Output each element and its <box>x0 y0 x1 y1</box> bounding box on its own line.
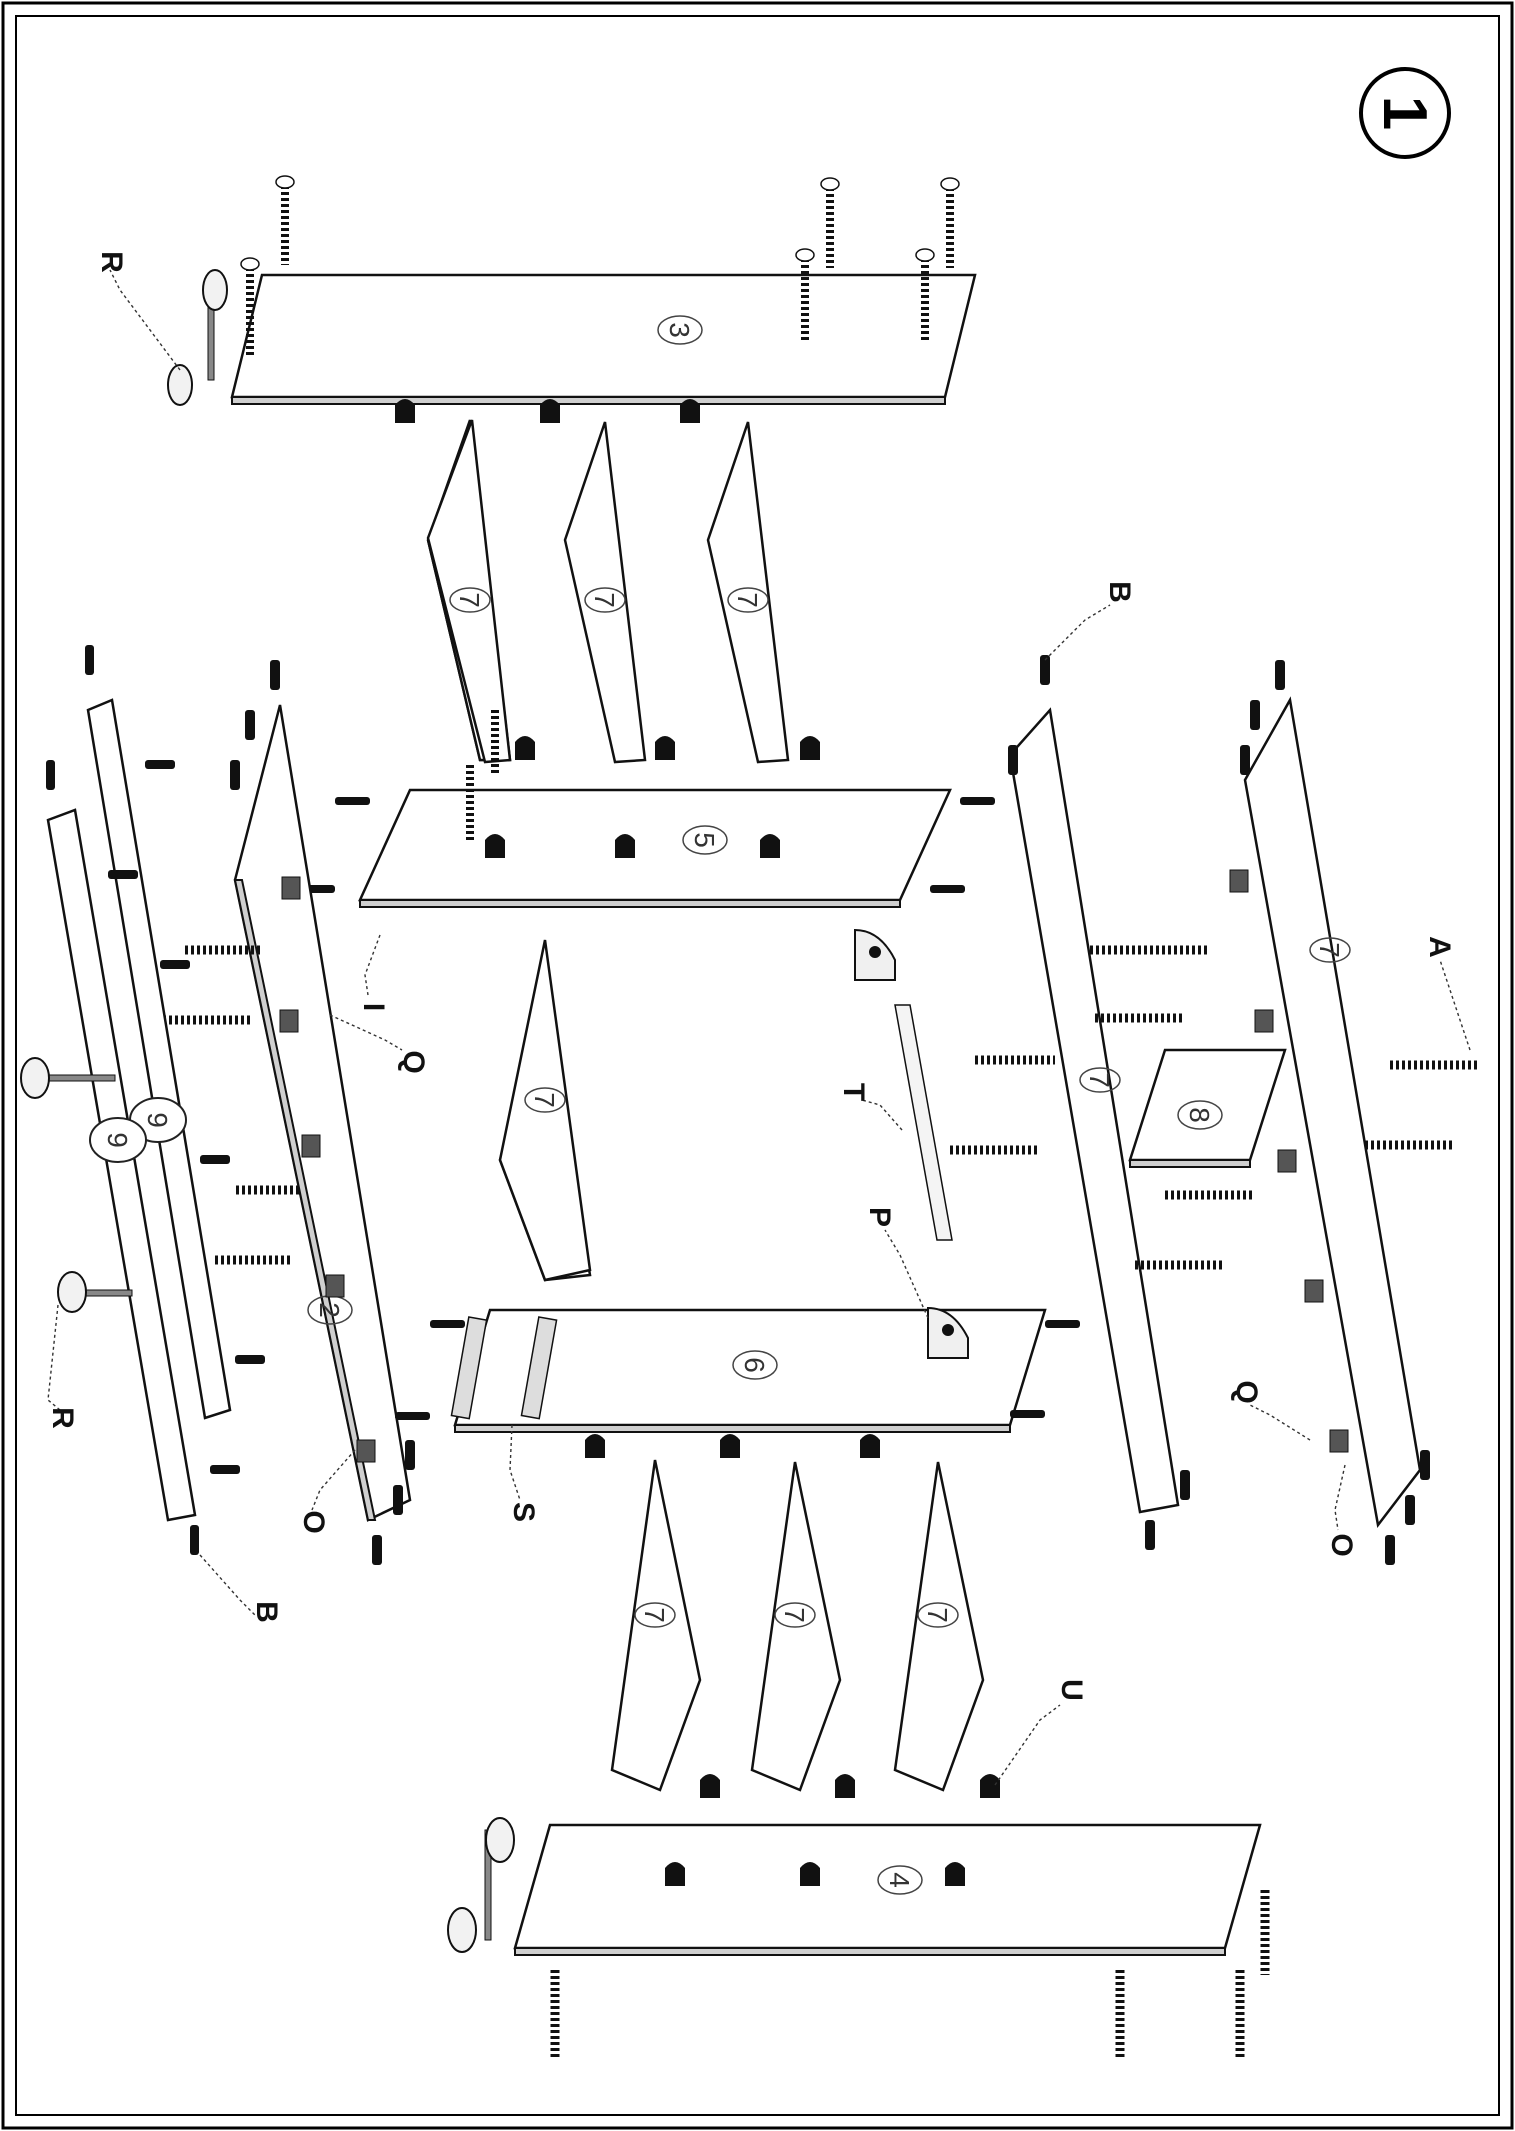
panel-right-outer: 7 <box>1243 696 1422 1529</box>
svg-text:7: 7 <box>639 1607 670 1623</box>
step-number: 1 <box>1370 96 1439 130</box>
panel-2-brackets <box>279 876 376 1463</box>
rail-dowels <box>46 645 265 1555</box>
panel-4-number: 4 <box>884 1872 915 1888</box>
panel-3-number: 3 <box>664 322 695 338</box>
panel-4-feet <box>447 1817 515 1953</box>
label-R-upper: R <box>95 251 128 273</box>
screw-icon <box>795 248 815 340</box>
screw-icon <box>915 248 935 340</box>
screw-icon <box>275 175 295 265</box>
label-R-lower: R <box>46 1407 79 1429</box>
panel-right-inner-number: 7 <box>1084 1072 1115 1088</box>
right-panel-brackets <box>1229 869 1349 1453</box>
right-panel-screws <box>950 945 1480 1270</box>
svg-text:7: 7 <box>779 1607 810 1623</box>
leader-O-right <box>1334 1464 1346 1531</box>
panel-right-outer-number: 7 <box>1314 942 1345 958</box>
panel-9-rail-b: 9 <box>46 808 197 1522</box>
label-I: I <box>357 1003 390 1011</box>
leader-O-left <box>311 1449 356 1511</box>
panel-5-number: 5 <box>689 832 720 848</box>
panel-9a-number: 9 <box>142 1112 173 1128</box>
label-A: A <box>1423 936 1456 958</box>
label-T: T <box>837 1083 870 1101</box>
label-S: S <box>507 1502 540 1522</box>
panel-right-inner: 7 <box>1008 707 1180 1514</box>
leader-A <box>1439 959 1471 1051</box>
label-P: P <box>863 1207 896 1227</box>
panel-2-number: 2 <box>314 1302 345 1318</box>
panel-7-middle-number: 7 <box>529 1092 560 1108</box>
rod-support-P <box>884 1229 969 1359</box>
screw-icon <box>820 177 840 268</box>
svg-text:7: 7 <box>922 1607 953 1623</box>
panel-7-number: 7 <box>454 592 485 608</box>
step-badge: 1 <box>1359 67 1451 159</box>
foot-R-upper <box>109 269 228 406</box>
svg-text:7: 7 <box>732 592 763 608</box>
panel-2: 2 <box>233 704 412 1522</box>
leader-B-lower <box>199 1554 256 1616</box>
label-B-lower: B <box>250 1601 283 1623</box>
panel-7-lower-c: 7 <box>893 1461 985 1792</box>
leader-U <box>994 1704 1061 1786</box>
panel-8: 8 <box>1128 1048 1287 1168</box>
panel-7-upper-b: 7 <box>563 421 647 764</box>
panel-2-screws <box>163 945 300 1265</box>
inner-frame <box>15 15 1500 2116</box>
panel-5-cams <box>485 736 820 858</box>
label-O-left: O <box>297 1510 330 1533</box>
drawer-runners-S <box>450 1316 558 1501</box>
panel-9b-number: 9 <box>102 1132 133 1148</box>
label-O-right: O <box>1325 1533 1358 1556</box>
label-Q-left: Q <box>397 1050 430 1073</box>
panel-3-cams <box>395 399 700 423</box>
label-B-upper: B <box>1103 581 1136 603</box>
leader-Q-right <box>1249 1404 1311 1441</box>
hanging-rod-T <box>861 1004 953 1241</box>
panel-4-screws <box>550 1890 1270 2060</box>
panel-2-dowels <box>230 660 415 1565</box>
panel-4-cams <box>665 1774 1000 1886</box>
leader-I <box>364 934 381 996</box>
svg-text:7: 7 <box>589 592 620 608</box>
rod-support-upper <box>854 928 896 981</box>
feet-R-lower <box>20 1057 133 1411</box>
screw-icon <box>940 177 960 268</box>
leader-B-upper <box>1044 604 1111 661</box>
panel-6-dowels <box>395 1320 1080 1420</box>
panel-7-upper-c: 7 <box>706 421 790 764</box>
panel-3-screws <box>240 175 960 355</box>
panel-7-middle: 7 <box>498 939 592 1282</box>
panel-7-upper-a: 7 <box>426 419 512 764</box>
panel-5-screws <box>466 710 499 840</box>
label-Q-right: Q <box>1230 1380 1263 1403</box>
panel-6: 6 <box>453 1308 1047 1433</box>
panel-8-number: 8 <box>1184 1107 1215 1123</box>
panel-7-lower-a: 7 <box>610 1459 702 1792</box>
panel-6-cams <box>585 1434 880 1458</box>
panel-3: 3 <box>230 273 977 405</box>
panel-4: 4 <box>513 1823 1262 1956</box>
leader-Q-left <box>329 1014 403 1051</box>
panel-5: 5 <box>358 788 952 908</box>
label-U: U <box>1055 1679 1088 1701</box>
right-panel-dowels <box>1008 655 1430 1565</box>
panel-7-lower-b: 7 <box>750 1461 842 1792</box>
screw-icon <box>240 257 260 355</box>
panel-6-number: 6 <box>739 1357 770 1373</box>
